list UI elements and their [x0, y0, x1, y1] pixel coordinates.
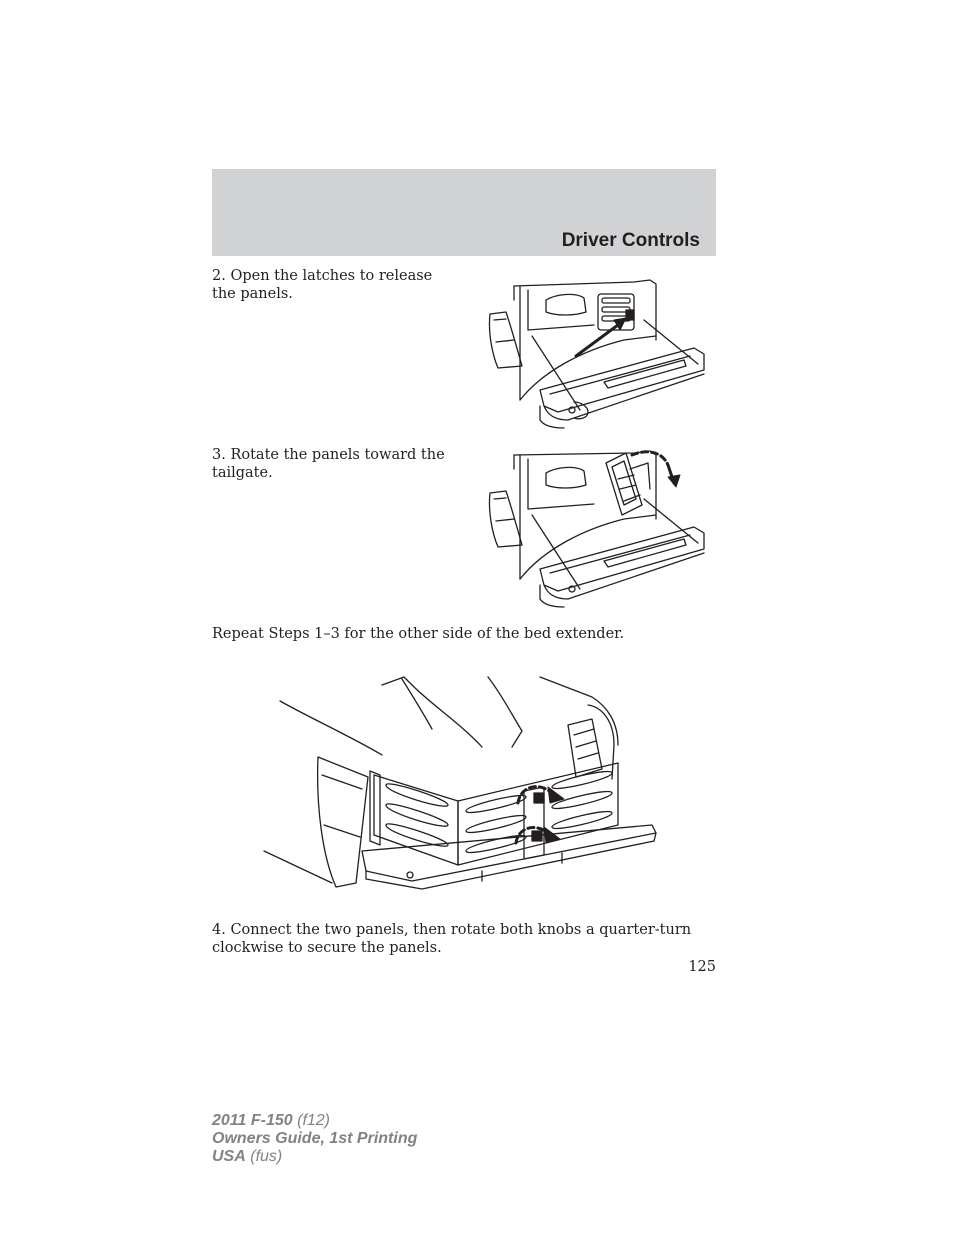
footer-line-2: Owners Guide, 1st Printing	[212, 1130, 418, 1147]
bed-extender-latch-open-illustration	[484, 270, 716, 432]
step-4-text: 4. Connect the two panels, then rotate b…	[212, 922, 692, 956]
footer-line-3: USA (fus)	[212, 1148, 283, 1165]
step-3-text: 3. Rotate the panels toward the tailgate…	[212, 447, 445, 481]
footer-line-1: 2011 F-150 (f12)	[212, 1112, 331, 1129]
bed-extender-connected-panels-illustration	[262, 675, 660, 900]
bed-extender-rotate-panels-illustration	[484, 449, 716, 611]
step-2-text: 2. Open the latches to release the panel…	[212, 268, 433, 302]
page-number: 125	[688, 959, 716, 975]
repeat-steps-text: Repeat Steps 1–3 for the other side of t…	[212, 626, 625, 642]
footer: 2011 F-150 (f12) Owners Guide, 1st Print…	[212, 1112, 417, 1166]
header-band: Driver Controls	[212, 169, 716, 256]
section-title: Driver Controls	[561, 230, 700, 251]
